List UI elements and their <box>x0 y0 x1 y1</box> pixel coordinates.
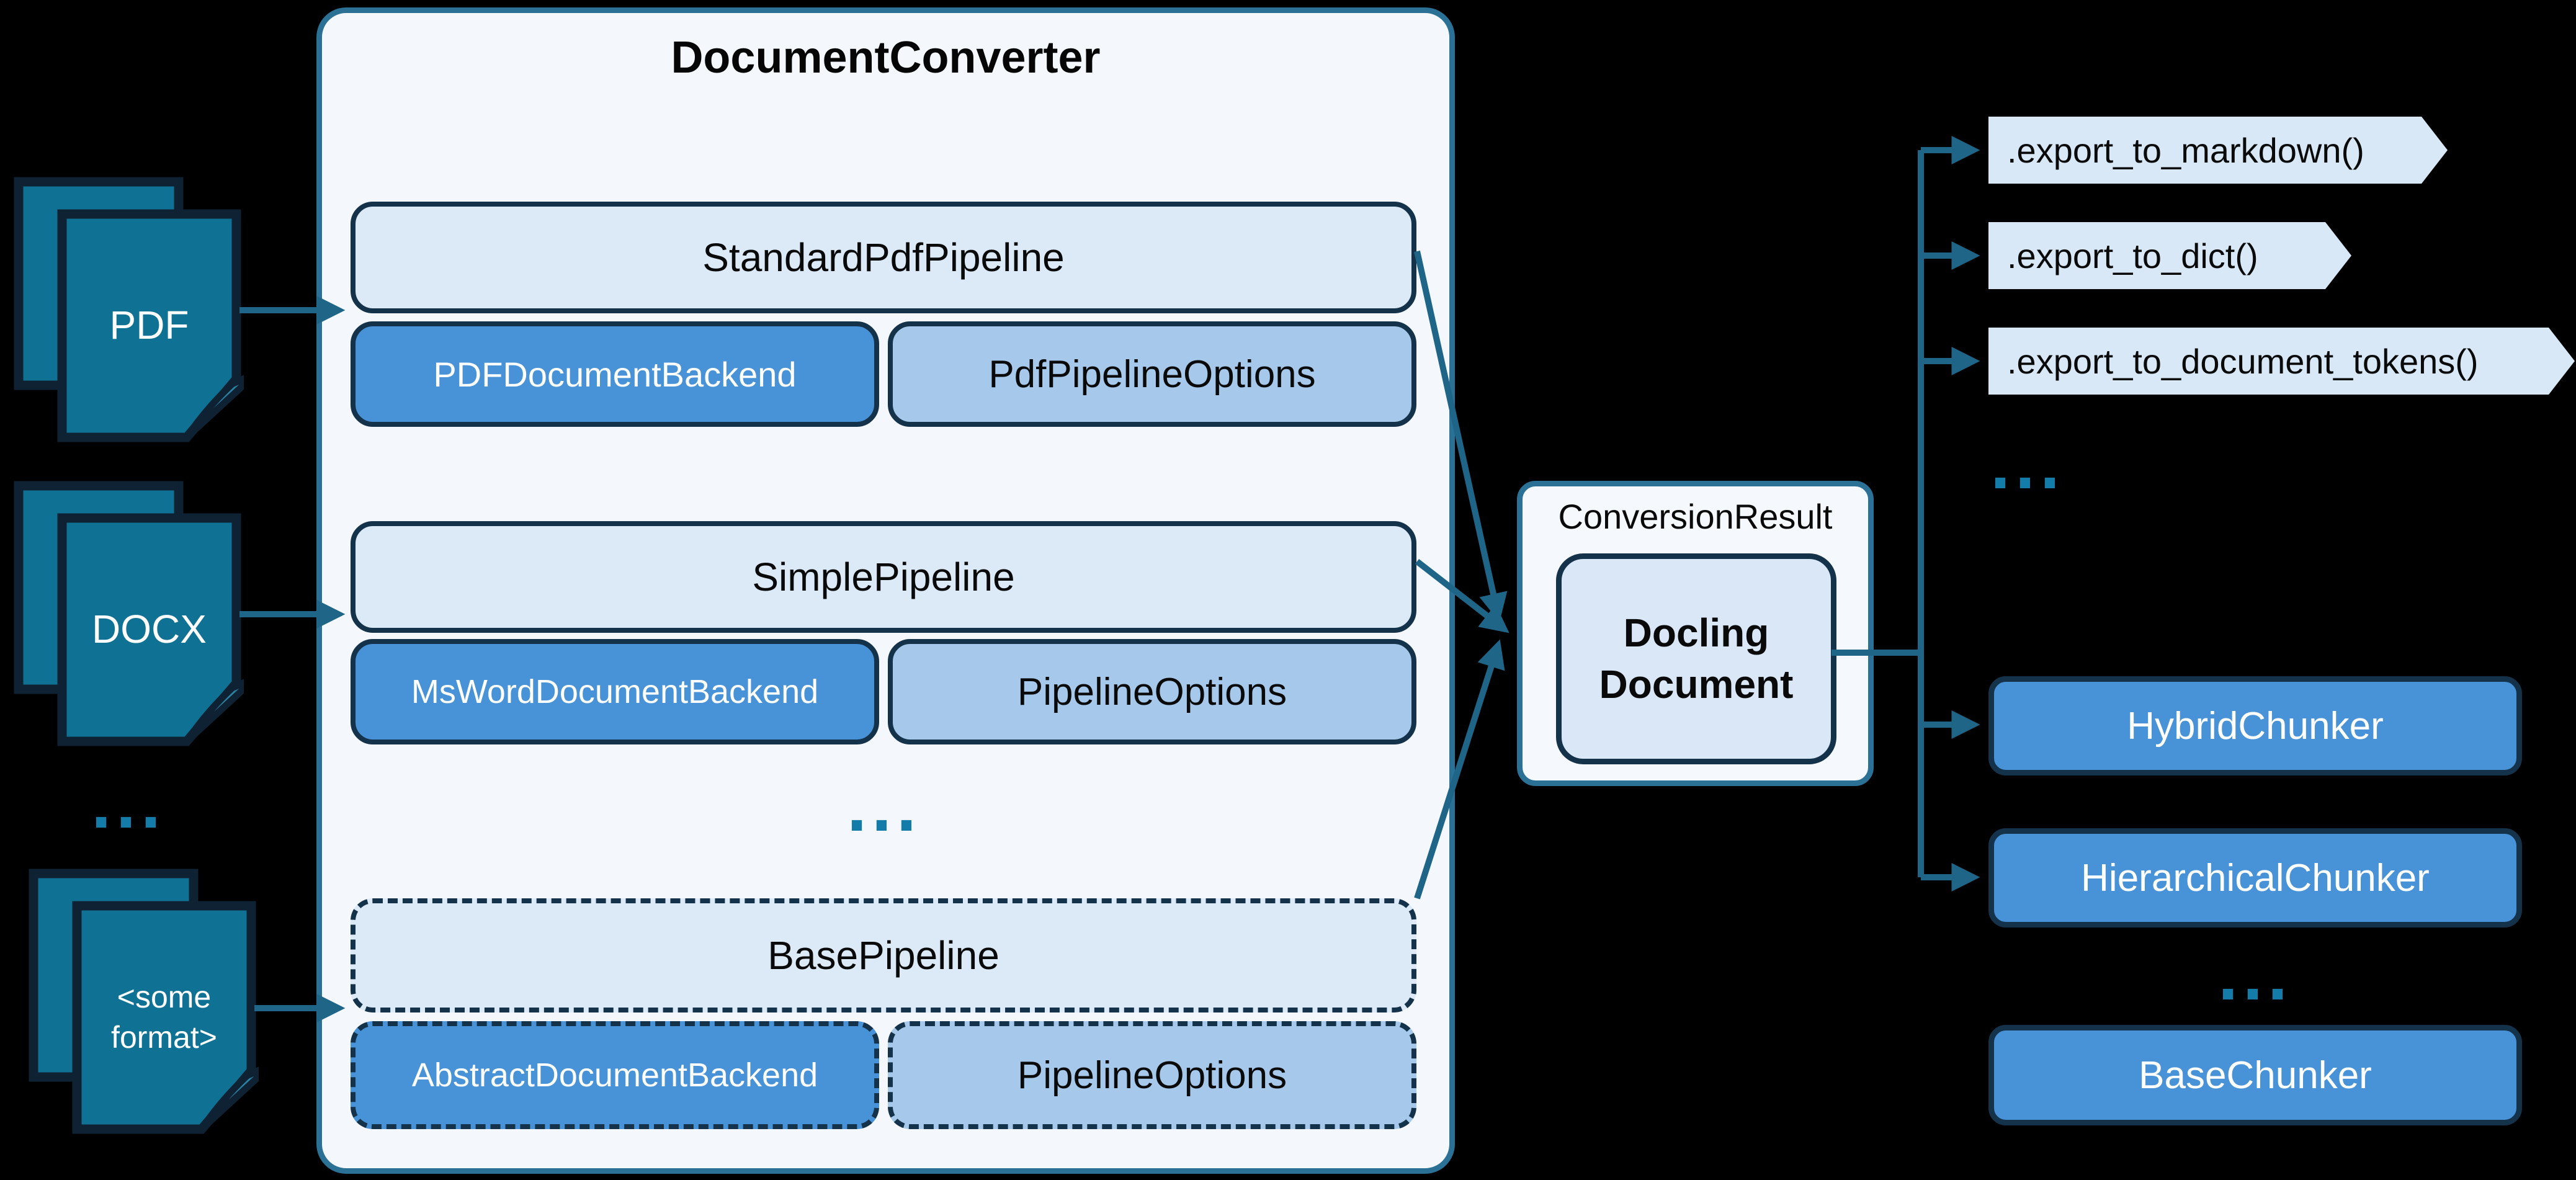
some-format-documents-icon: <some format> <box>26 867 275 1134</box>
docx-documents-icon: DOCX <box>11 480 261 746</box>
pipelines-ellipsis: ... <box>847 767 921 846</box>
conversion-result-label: ConversionResult <box>1558 497 1833 536</box>
folded-corner <box>183 369 261 441</box>
inputs-ellipsis: ... <box>91 764 166 843</box>
exports-ellipsis: ... <box>1990 424 2065 504</box>
document-stack-icon <box>14 177 261 442</box>
folded-corner <box>198 1061 275 1133</box>
simple-pipeline-box: SimplePipeline <box>351 521 1416 633</box>
abstract-document-backend-box: AbstractDocumentBackend <box>351 1021 879 1129</box>
base-pipeline-options-box: PipelineOptions <box>888 1021 1416 1129</box>
export-to-dict-tag: .export_to_dict() <box>1988 222 2351 289</box>
hybrid-chunker-box: HybridChunker <box>1988 676 2522 775</box>
pdf-document-backend-box: PDFDocumentBackend <box>351 321 879 427</box>
input-format-label: <some format> <box>111 980 217 1055</box>
msword-document-backend-box: MsWordDocumentBackend <box>351 639 879 744</box>
document-stack-icon <box>29 869 275 1134</box>
export-to-document-tokens-tag: .export_to_document_tokens() <box>1988 328 2575 395</box>
folded-corner <box>183 673 261 745</box>
document-converter-title: DocumentConverter <box>671 33 1101 83</box>
hierarchical-chunker-box: HierarchicalChunker <box>1988 828 2522 927</box>
base-chunker-box: BaseChunker <box>1988 1025 2522 1125</box>
pdf-pipeline-options-box: PdfPipelineOptions <box>888 321 1416 427</box>
chunkers-ellipsis: ... <box>2218 936 2292 1015</box>
pdf-documents-icon: PDF <box>11 176 261 442</box>
input-format-label: DOCX <box>92 607 207 652</box>
document-stack-icon <box>14 481 261 746</box>
export-to-markdown-tag: .export_to_markdown() <box>1988 117 2448 184</box>
pipeline-options-box: PipelineOptions <box>888 639 1416 744</box>
standard-pdf-pipeline-box: StandardPdfPipeline <box>351 202 1416 313</box>
docling-document-box: Docling Document <box>1556 553 1836 764</box>
base-pipeline-box: BasePipeline <box>351 898 1416 1012</box>
input-format-label: PDF <box>109 303 189 348</box>
